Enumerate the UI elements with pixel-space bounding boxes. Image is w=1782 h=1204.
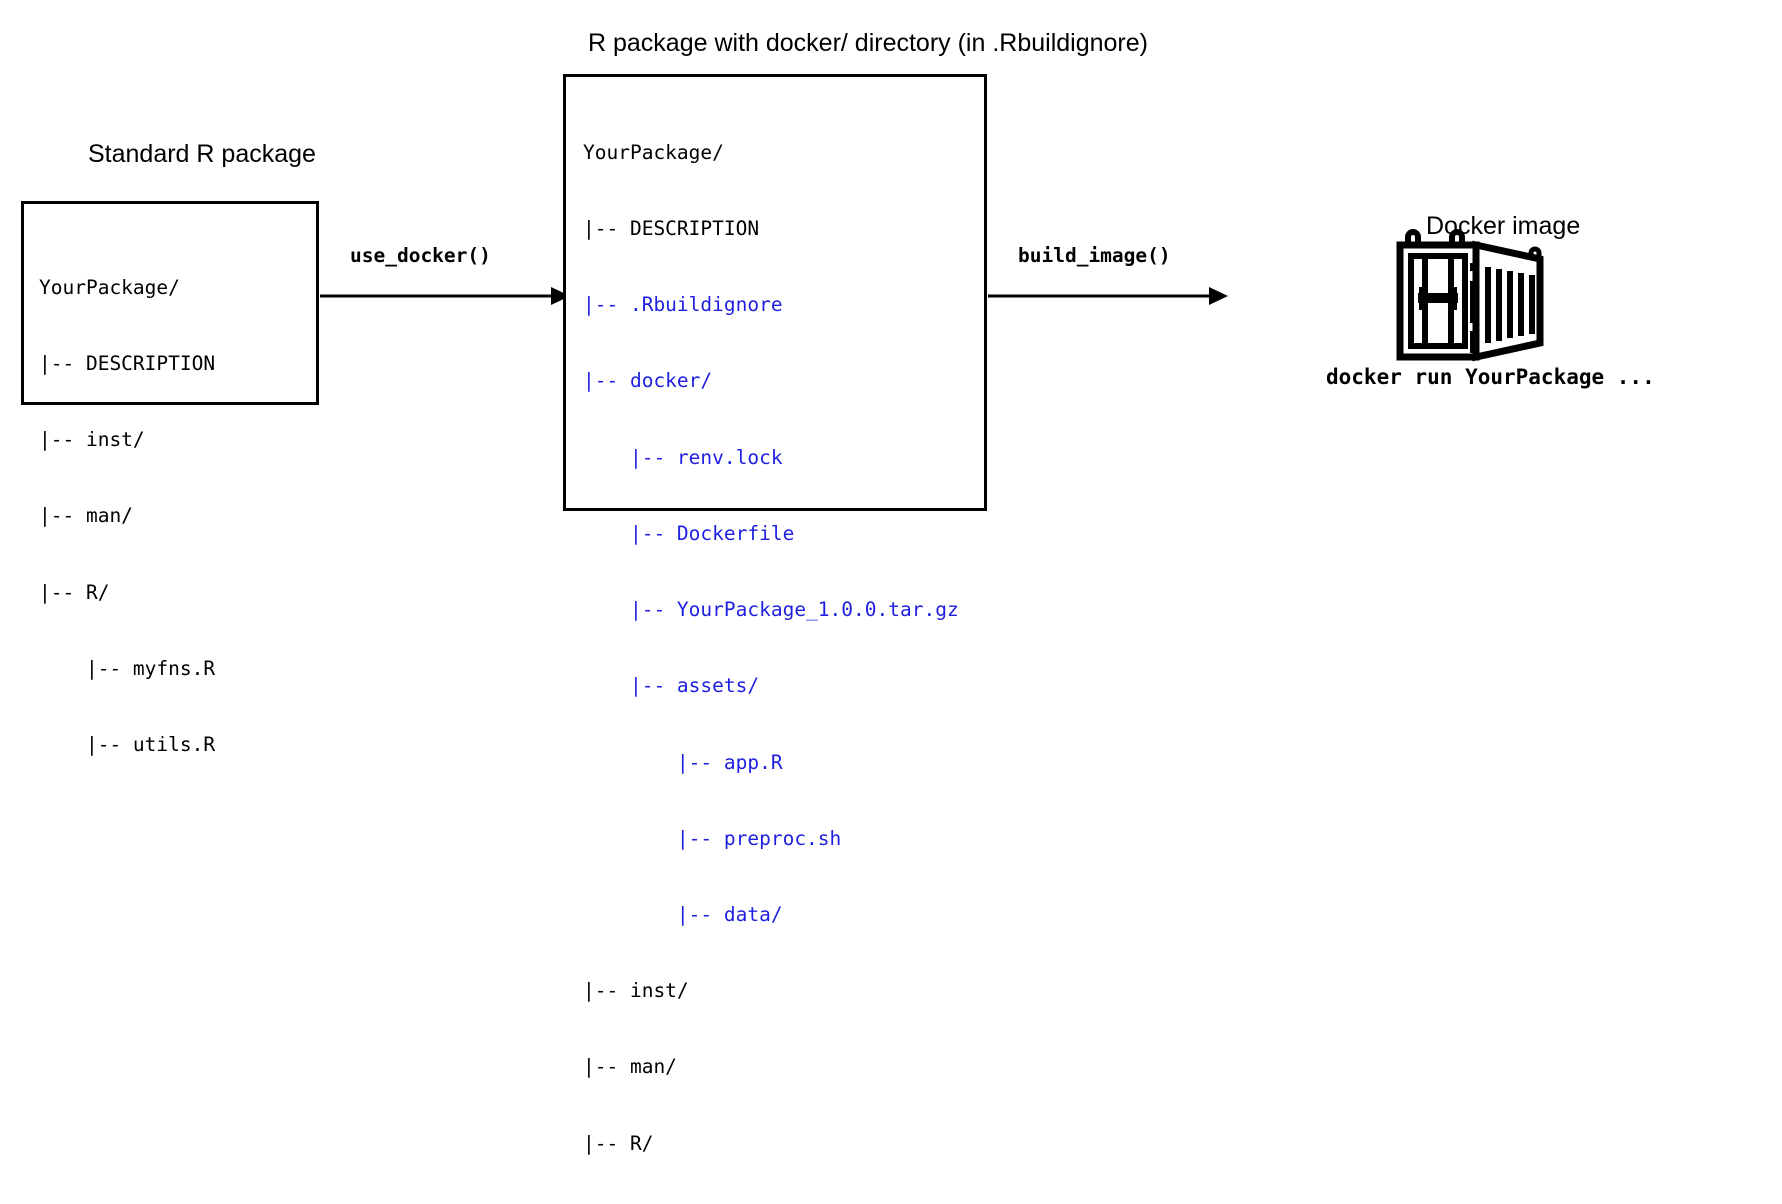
- tree-line-docker: |-- assets/: [583, 674, 760, 698]
- tree-line-docker: |-- renv.lock: [583, 445, 783, 469]
- arrow-build-image: build_image(): [988, 244, 1228, 310]
- tree-line: |-- myfns.R: [39, 656, 216, 680]
- shipping-container-icon: [1396, 229, 1544, 362]
- tree-line: |-- man/: [583, 1055, 677, 1079]
- middle-box-title: R package with docker/ directory (in .Rb…: [588, 29, 1148, 57]
- tree-line: YourPackage/: [583, 140, 724, 164]
- tree-line-docker: |-- YourPackage_1.0.0.tar.gz: [583, 598, 959, 622]
- diagram-canvas: Standard R package YourPackage/ |-- DESC…: [21, 29, 1655, 1155]
- tree-line-docker: |-- data/: [583, 903, 783, 926]
- tree-line: |-- inst/: [583, 979, 689, 1003]
- standard-r-package-box: YourPackage/ |-- DESCRIPTION |-- inst/ |…: [21, 201, 319, 756]
- tree-line: |-- DESCRIPTION: [39, 352, 216, 376]
- tree-line: |-- man/: [39, 504, 133, 528]
- tree-line-docker: |-- docker/: [583, 369, 713, 393]
- tree-line: |-- R/: [39, 580, 110, 604]
- middle-package-tree: YourPackage/ |-- DESCRIPTION |-- .Rbuild…: [583, 89, 959, 1204]
- tree-line-docker: |-- app.R: [583, 750, 783, 774]
- tree-line: |-- inst/: [39, 428, 145, 452]
- arrow-use-docker: use_docker(): [320, 244, 570, 310]
- arrow-build-image-line: [988, 287, 1228, 305]
- tree-line: |-- R/: [583, 1131, 654, 1155]
- tree-line: |-- DESCRIPTION: [583, 217, 760, 241]
- arrow-use-docker-line: [320, 287, 570, 305]
- tree-line: YourPackage/: [39, 275, 180, 299]
- tree-line-docker: |-- Dockerfile: [583, 521, 795, 545]
- docker-enabled-r-package-box: YourPackage/ |-- DESCRIPTION |-- .Rbuild…: [563, 74, 987, 1155]
- left-box-title: Standard R package: [88, 140, 316, 168]
- tree-line: |-- utils.R: [39, 733, 216, 757]
- tree-line-docker: |-- preproc.sh: [583, 826, 842, 850]
- left-package-tree: YourPackage/ |-- DESCRIPTION |-- inst/ |…: [39, 224, 215, 808]
- tree-line-docker: |-- .Rbuildignore: [583, 293, 783, 317]
- arrow-use-docker-label: use_docker(): [350, 244, 491, 267]
- docker-run-command: docker run YourPackage ...: [1326, 365, 1655, 389]
- arrow-build-image-label: build_image(): [1018, 244, 1171, 267]
